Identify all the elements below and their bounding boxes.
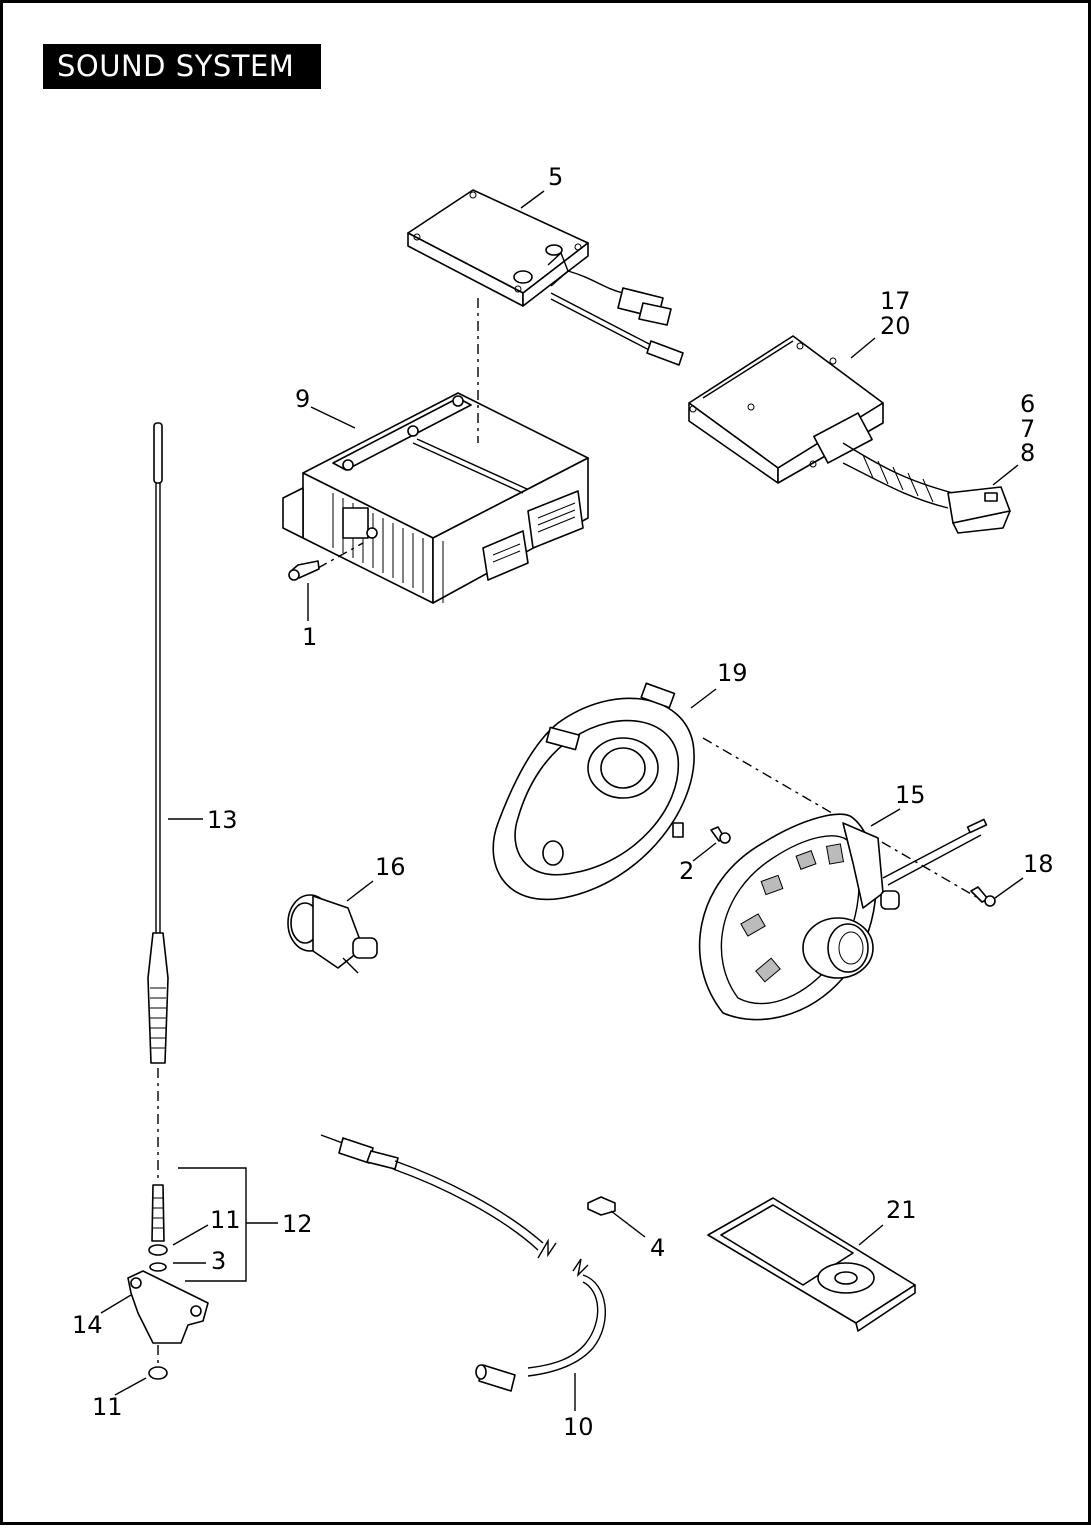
callout-11-top: 11 <box>210 1206 241 1234</box>
callout-3: 3 <box>211 1247 226 1275</box>
callout-5: 5 <box>548 163 563 191</box>
callout-15: 15 <box>895 781 926 809</box>
assembly-line-19-18 <box>702 737 979 899</box>
part-1-screw <box>288 542 364 581</box>
part-21-media-player <box>707 1197 916 1332</box>
callout-4: 4 <box>650 1234 665 1262</box>
callout-20: 20 <box>880 312 911 340</box>
callout-8: 8 <box>1020 439 1035 467</box>
callout-9: 9 <box>295 385 310 413</box>
part-2-screw <box>710 826 731 844</box>
callout-17: 17 <box>880 287 911 315</box>
part-4-clip <box>587 1196 616 1216</box>
callout-2: 2 <box>679 857 694 885</box>
part-19-speaker-bracket <box>492 682 695 901</box>
callout-13: 13 <box>207 806 238 834</box>
part-5-module <box>407 189 684 366</box>
part-16-tweeter <box>287 894 378 974</box>
callout-1: 1 <box>302 623 317 651</box>
callout-7: 7 <box>1020 415 1035 443</box>
callout-16: 16 <box>375 853 406 881</box>
callout-21: 21 <box>886 1196 917 1224</box>
callout-14: 14 <box>72 1311 103 1339</box>
callout-19: 19 <box>717 659 748 687</box>
callout-6: 6 <box>1020 390 1035 418</box>
callout-12: 12 <box>282 1210 313 1238</box>
callout-11-bottom: 11 <box>92 1393 123 1421</box>
callout-labels: 5 17 20 6 7 8 9 1 19 15 18 13 16 2 21 4 … <box>72 163 1054 1441</box>
callout-18: 18 <box>1023 850 1054 878</box>
leader-lines <box>100 190 1024 1411</box>
part-13-antenna-mast <box>147 422 169 1178</box>
exploded-parts-drawing: 5 17 20 6 7 8 9 1 19 15 18 13 16 2 21 4 … <box>72 163 1054 1441</box>
part-12-antenna-mount-kit <box>127 1184 209 1380</box>
part-17-20-amplifier <box>688 335 1011 534</box>
part-18-screw <box>970 886 996 907</box>
part-15-speaker <box>698 813 988 1021</box>
part-10-antenna-cable <box>320 1134 607 1392</box>
page-title: SOUND SYSTEM <box>43 44 321 89</box>
callout-10: 10 <box>563 1413 594 1441</box>
part-9-radio-unit <box>282 392 589 604</box>
